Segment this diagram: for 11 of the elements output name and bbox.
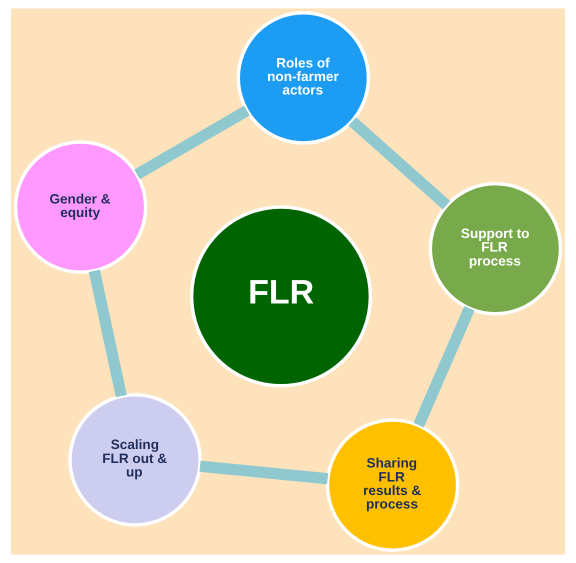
connector xyxy=(134,106,250,180)
node-circle: Sharing FLR results & process xyxy=(326,418,460,552)
connector xyxy=(414,306,475,428)
node-circle: Support to FLR process xyxy=(428,182,562,316)
node-circle: FLR xyxy=(190,205,372,388)
connector xyxy=(88,270,127,398)
node-circle: Scaling FLR out & up xyxy=(68,393,202,527)
node-circle: Roles of non-farmer actors xyxy=(236,11,370,145)
connector xyxy=(200,460,328,484)
connector xyxy=(348,117,450,210)
node-circle: Gender & equity xyxy=(14,140,148,274)
